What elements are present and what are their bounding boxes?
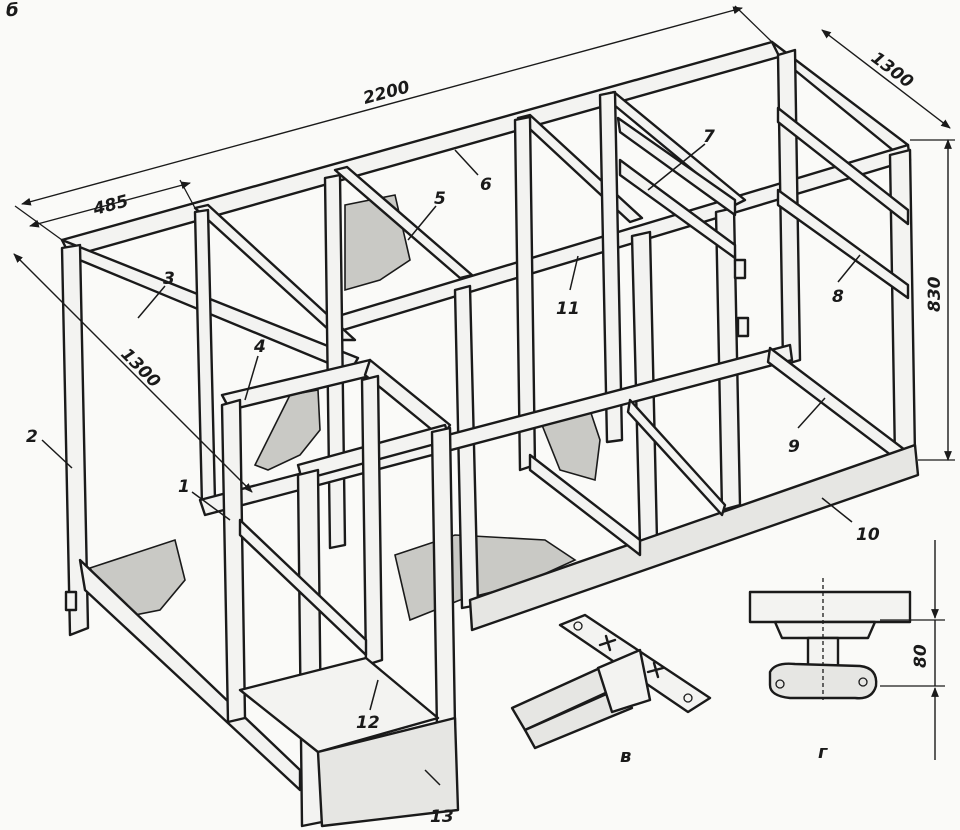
part-label-6: 6 [480, 175, 492, 195]
leader-13 [424, 769, 441, 786]
part-label-2: 2 [26, 427, 38, 447]
part-label-9: 9 [788, 437, 800, 457]
part-label-12: 12 [356, 713, 380, 733]
detail-g-hole-b [858, 677, 868, 687]
cabinet-rail-mid [238, 518, 368, 657]
bracket-block-b [736, 316, 750, 338]
leader-2 [41, 439, 73, 469]
rail-8 [776, 106, 910, 226]
part-label-7: 7 [703, 127, 715, 147]
part-labels: 1 2 3 4 5 6 7 8 9 10 11 12 13 [26, 127, 880, 827]
frame-structure [60, 40, 920, 828]
dim-depth-left: 1300 [116, 344, 164, 392]
leader-10 [821, 497, 853, 523]
detail-v-hole-a [573, 621, 583, 631]
part-label-4: 4 [253, 337, 266, 357]
leader-7 [647, 143, 706, 191]
detail-v-hole-b [683, 693, 693, 703]
detail-v-rod-b [523, 686, 634, 750]
leader-12 [369, 679, 379, 711]
bracket-block-a [733, 258, 747, 280]
leader-1 [191, 491, 231, 521]
right-front-post [888, 148, 917, 462]
part-label-5: 5 [434, 189, 446, 209]
dim-height: 830 [925, 276, 945, 312]
figure-label: б [6, 0, 19, 21]
dim-bracket-height: 80 [911, 644, 931, 668]
cabinet-shelf-12 [238, 656, 440, 754]
part-label-8: 8 [832, 287, 844, 307]
part-label-11: 11 [556, 299, 580, 319]
leader-8 [837, 254, 861, 283]
post-middle-a [323, 173, 347, 550]
detail-g-hole-a [775, 679, 785, 689]
dim-section-width: 485 [90, 191, 130, 220]
left-rear-post [193, 208, 217, 507]
detail-v-cross-b [646, 661, 665, 679]
cabinet-panel-13 [316, 716, 460, 828]
detail-g-foot [768, 662, 878, 700]
part-label-3: 3 [163, 269, 175, 289]
cabinet-post-1 [220, 398, 247, 724]
bottom-rear-rail [198, 343, 794, 517]
detail-g-bracket: 80 г [748, 540, 945, 763]
leader-5 [407, 205, 437, 241]
top-crossbar-a [193, 203, 357, 342]
detail-v-bracket: в [510, 613, 712, 767]
left-block [64, 590, 78, 612]
bottom-rail-left [78, 558, 302, 792]
leader-9 [797, 397, 826, 429]
cabinet-post-front-right [430, 426, 457, 732]
dim-line-2200 [21, 6, 743, 206]
detail-v-mount [596, 648, 652, 714]
ext-485-right [179, 179, 196, 209]
inner-bottom-rail-b [626, 398, 727, 517]
leader-11 [569, 255, 579, 291]
ext-2200-right [734, 5, 773, 43]
detail-v-cross-a [598, 634, 617, 652]
dim-line-485 [29, 181, 191, 228]
detail-g-clamp [773, 620, 877, 640]
cabinet-post-inner [360, 374, 384, 667]
back-sheet-upper [344, 194, 411, 292]
detail-v-label: в [620, 746, 631, 767]
part-label-1: 1 [178, 477, 190, 497]
rail-8b [776, 188, 910, 300]
detail-g-board [748, 590, 912, 624]
top-crossbar-c [600, 90, 747, 207]
detail-g-label: г [818, 742, 828, 763]
plinth-10 [468, 443, 920, 632]
dim-line-1300-right [821, 29, 951, 129]
back-sheet-lower [253, 389, 321, 471]
inner-bottom-rail-a [528, 453, 642, 557]
leader-3 [137, 285, 166, 319]
part-label-10: 10 [856, 525, 880, 545]
leader-4 [244, 355, 259, 401]
leader-6 [454, 149, 479, 176]
part-label-13: 13 [430, 807, 454, 827]
dim-line-1300-left [13, 253, 253, 493]
